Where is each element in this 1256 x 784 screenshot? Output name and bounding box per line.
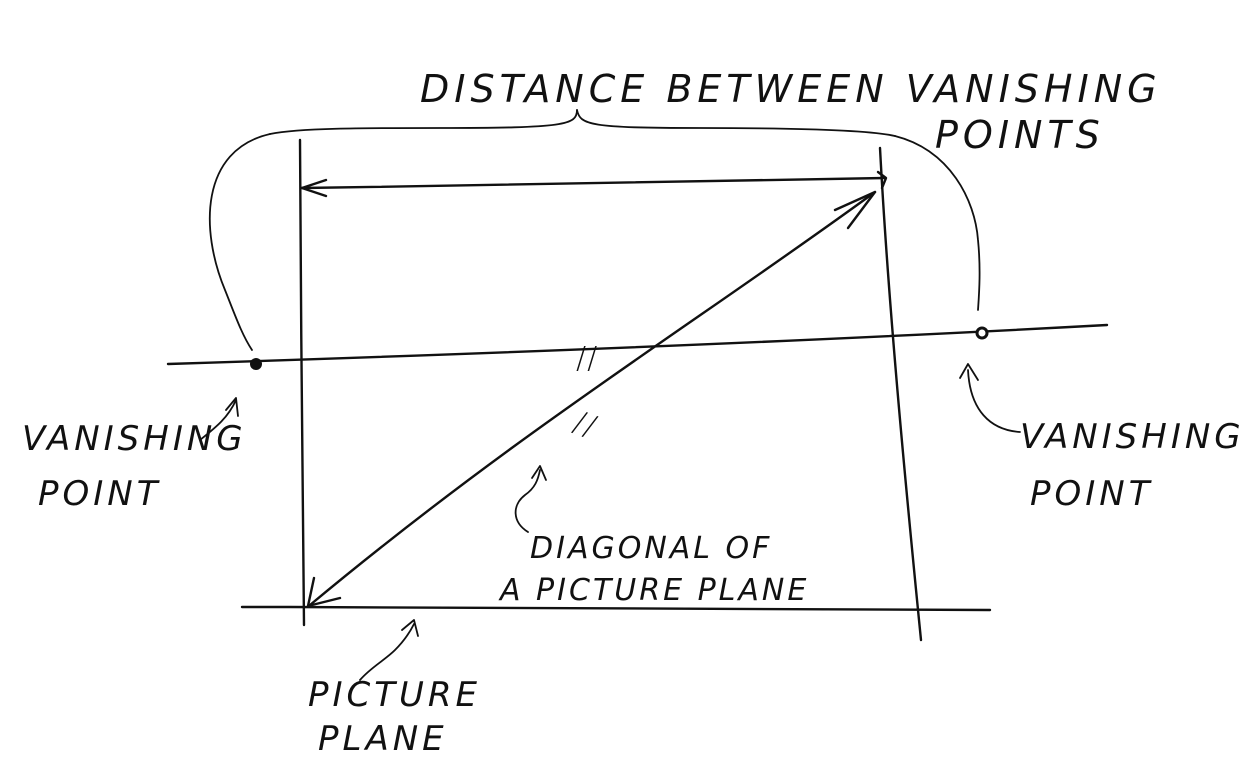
diagonal-arrowhead-bottom: [306, 576, 342, 608]
distance-label-line1: DISTANCE BETWEEN VANISHING: [420, 67, 1162, 111]
picture-plane-label-line2: PLANE: [318, 719, 448, 759]
pointer-arrow-left-vp: [199, 399, 237, 441]
pointer-arrow-right-vp: [967, 369, 1021, 433]
leader-to-left-vp: [208, 133, 271, 351]
left-vertical-line: [298, 138, 306, 627]
distance-label-line2: POINTS: [935, 113, 1105, 157]
left-vp-label-line2: POINT: [38, 474, 162, 514]
brace-right-half: [576, 109, 896, 137]
pointer-arrow-diagonal: [514, 469, 541, 533]
right-vanishing-point: [975, 326, 989, 340]
equal-mark-horizon: //: [576, 341, 598, 376]
right-vertical-line: [878, 146, 923, 642]
distance-arrowhead-right: [876, 170, 888, 190]
horizon-line: [166, 323, 1109, 366]
diagonal-label-line1: DIAGONAL OF: [530, 531, 772, 566]
picture-plane-label-line1: PICTURE: [308, 675, 481, 715]
pointer-arrow-picture-plane: [359, 623, 415, 681]
right-vp-label-line2: POINT: [1030, 474, 1154, 514]
pointer-arrowhead-right-vp: [959, 363, 979, 381]
leader-to-right-vp: [894, 135, 981, 311]
pointer-arrowhead-diagonal: [531, 465, 547, 481]
equal-mark-diagonal: //: [569, 405, 602, 445]
diagonal-label-line2: A PICTURE PLANE: [498, 573, 809, 608]
pointer-arrowhead-left-vp: [225, 397, 239, 417]
diagonal-arrowhead-top: [833, 190, 877, 230]
right-vp-label-line1: VANISHING: [1020, 417, 1245, 457]
distance-measure-line: [300, 176, 887, 190]
picture-plane-base-line: [240, 605, 992, 612]
left-vanishing-point: [250, 358, 262, 370]
distance-arrowhead-left: [300, 178, 328, 198]
diagonal-line: [308, 190, 877, 607]
pointer-arrowhead-picture-plane: [401, 619, 419, 637]
brace-left-half: [269, 109, 578, 135]
left-vp-label-line1: VANISHING: [22, 419, 247, 459]
